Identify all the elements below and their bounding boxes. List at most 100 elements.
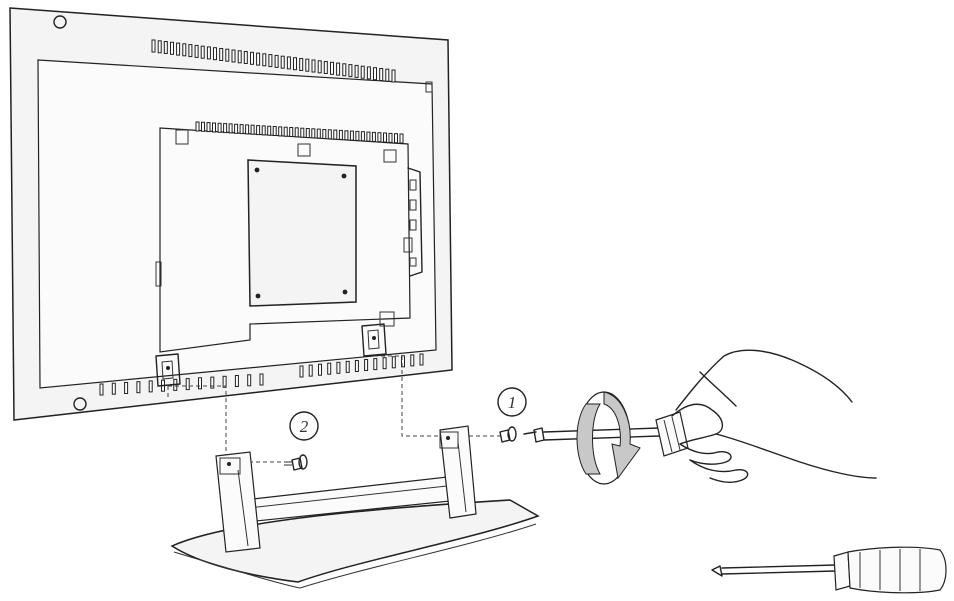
vent-slot [223,123,228,134]
right-stand-socket [361,311,395,357]
housing-vents [195,121,404,144]
vent-slot [308,364,313,377]
hand [671,349,877,483]
vent-slot [338,129,343,140]
vent-slot [317,60,322,74]
vent-slot [280,55,285,69]
vent-slot [124,382,129,394]
vent-slot [336,62,341,76]
vent-slot [294,127,299,138]
vent-slot [366,131,371,142]
vent-slot [268,54,273,68]
vent-slot [377,132,382,143]
vent-slot [385,68,390,82]
vent-slot [272,126,277,136]
vent-slot [354,64,359,78]
vent-slot [286,56,291,70]
vent-slot [206,46,211,60]
vent-slot [157,40,162,54]
monitor-back [9,7,453,421]
vent-slot [345,360,350,373]
vent-slot [163,41,168,54]
vent-slot [360,65,365,79]
vent-slot [399,133,404,144]
vent-slot [360,131,365,142]
vent-slot [210,376,215,389]
vent-slot [200,45,205,59]
vent-slot [225,48,230,62]
step-marker-1: 1 [497,387,527,417]
vent-slot [379,68,384,81]
vent-slot [259,373,264,386]
vent-slot [99,383,104,396]
vent-slot [327,129,332,140]
vent-slot [185,378,190,391]
vent-slot [305,128,310,138]
vent-slot [151,39,156,53]
vent-slot [231,49,236,63]
vent-slot [237,50,242,64]
vent-slot [349,130,354,141]
vent-slot [262,53,267,67]
vent-slot [305,58,310,72]
vent-slot [401,355,405,368]
vent-slot [222,375,227,388]
vent-slot [354,360,359,372]
vesa-plate [247,159,357,307]
vent-slot [344,130,349,141]
vent-slot [342,63,347,77]
rotation-arrow-icon [576,391,641,485]
vent-slot [322,129,327,139]
vent-slot [419,353,424,366]
vent-slot [136,381,141,394]
step-marker-2: 2 [289,411,319,441]
vent-slot [217,122,222,133]
left-upright [215,451,261,553]
bottom-vents [99,353,424,396]
vent-slot [318,363,322,376]
vent-slot [250,124,255,135]
corner-hole [73,397,87,411]
vent-slot [394,133,398,144]
vent-slot [198,377,202,390]
step-label-2: 2 [300,417,309,436]
vent-slot [382,357,387,370]
vent-slot [333,129,338,140]
vent-slot [250,51,254,65]
vent-slot [330,61,334,75]
screw-1 [499,426,517,443]
vent-slot [299,365,304,378]
vent-slot [256,125,261,136]
vent-slot [289,127,294,137]
vent-slot [323,61,328,74]
vent-slot [383,132,387,143]
vent-slot [245,124,250,135]
vent-slot [366,66,371,80]
vent-slot [388,132,393,143]
vent-slot [278,126,283,137]
vent-slot [311,59,316,73]
screwdriver-tool-icon [711,546,947,594]
vent-slot [391,69,396,83]
vent-slot [243,51,248,64]
vent-slot [336,361,341,374]
vent-slot [327,362,332,375]
vent-slot [283,126,288,137]
vent-slot [267,125,272,136]
vent-slot [316,128,321,139]
vent-slot [274,54,279,68]
top-vents [151,39,396,83]
vent-slot [111,382,116,395]
vent-slot [391,356,396,369]
vent-slot [176,42,181,56]
corner-hole [53,15,67,29]
vent-slot [182,43,187,57]
vent-slot [206,122,211,133]
vent-slot [195,121,200,132]
vent-slot [148,380,153,393]
vent-slot [410,354,415,367]
vent-slot [213,47,217,61]
vent-slot [212,122,216,133]
vent-slot [348,64,353,78]
